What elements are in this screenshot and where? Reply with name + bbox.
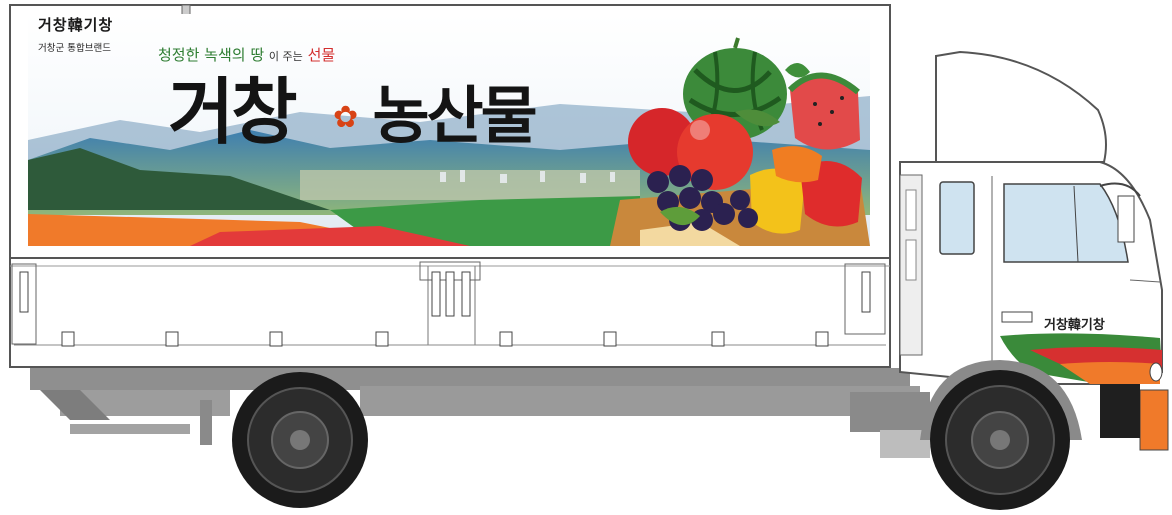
banner-title-part2: 농산물 [372,79,537,152]
front-wheel [930,370,1070,510]
slogan-small: 이 주는 [268,50,303,63]
slogan-green: 청정한 녹색의 땅 [158,46,265,64]
brand-emblem-icon: ✿ [333,100,359,135]
slogan-red: 선물 [307,46,336,64]
brand-subtitle: 거창군 통합브랜드 [38,43,111,54]
banner-title-part1: 거창 [168,69,297,154]
cab-logo: 거창韓기창 [1044,318,1105,333]
brand-logo: 거창韓기창 [38,16,114,34]
banner-graphic [28,14,870,246]
chassis [30,368,930,458]
rear-wheel [232,372,368,508]
slogan: 청정한 녹색의 땅 이 주는 선물 [158,44,335,65]
